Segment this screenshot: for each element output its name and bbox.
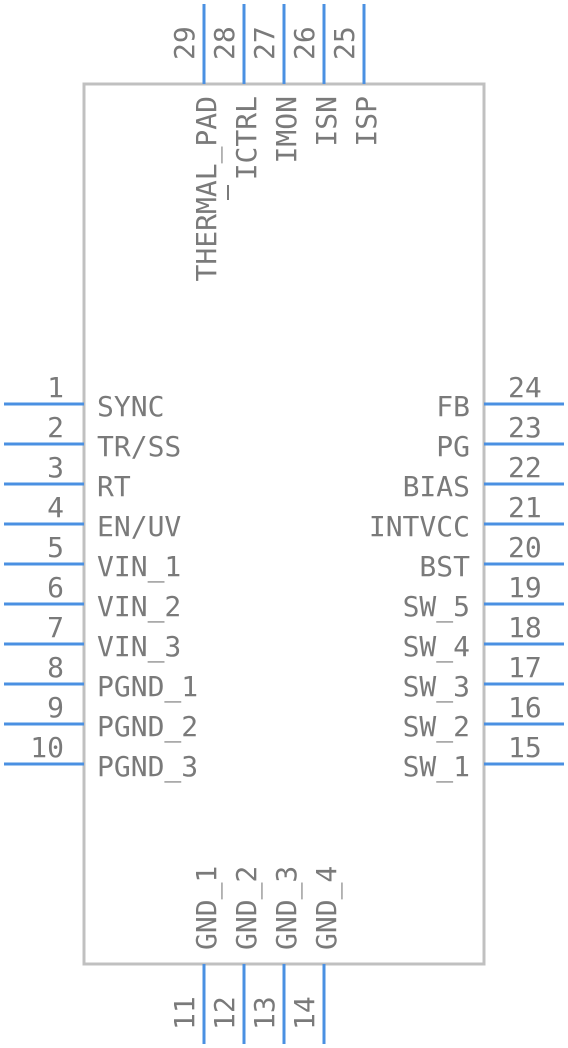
pin-3: 3RT bbox=[4, 451, 131, 503]
pin-11: 11 GND_1 bbox=[168, 866, 224, 1044]
pin-label-ictrl: ICTRL bbox=[230, 96, 263, 180]
pin-label-pgnd-1: PGND_1 bbox=[97, 670, 198, 704]
pin-label-sync: SYNC bbox=[97, 390, 164, 423]
pin-label-gnd-1: GND_1 bbox=[190, 866, 224, 950]
pin-label-isp: ISP bbox=[350, 96, 383, 147]
pin-number: 14 bbox=[288, 996, 321, 1030]
pin-12: 12 GND_2 bbox=[208, 866, 264, 1044]
pin-number: 17 bbox=[508, 651, 542, 684]
pin-number: 16 bbox=[508, 691, 542, 724]
pin-number: 22 bbox=[508, 451, 542, 484]
pin-number: 20 bbox=[508, 531, 542, 564]
pin-label-bias: BIAS bbox=[403, 470, 470, 503]
pin-number: 11 bbox=[168, 996, 201, 1030]
pin-label-pgnd-3: PGND_3 bbox=[97, 750, 198, 784]
pin-number: 9 bbox=[47, 691, 64, 724]
pin-2: 2TR/SS bbox=[4, 411, 181, 463]
pin-number: 19 bbox=[508, 571, 542, 604]
pin-number: 8 bbox=[47, 651, 64, 684]
pin-label-bst: BST bbox=[419, 550, 470, 583]
pin-label-gnd-2: GND_2 bbox=[230, 866, 264, 950]
pin-number: 5 bbox=[47, 531, 64, 564]
pin-number: 27 bbox=[248, 26, 281, 60]
pin-label-sw-1: SW_1 bbox=[403, 750, 470, 784]
pin-number: 7 bbox=[47, 611, 64, 644]
pin-number: 25 bbox=[328, 26, 361, 60]
component-body bbox=[82, 82, 486, 966]
pin-number: 13 bbox=[248, 996, 281, 1030]
pin-number: 21 bbox=[508, 491, 542, 524]
pin-label-intvcc: INTVCC bbox=[369, 510, 470, 543]
pin-number: 18 bbox=[508, 611, 542, 644]
pin-number: 23 bbox=[508, 411, 542, 444]
bottom-pins: 11 GND_1 12 GND_2 13 GND_3 14 GND_4 bbox=[168, 866, 344, 1044]
pin-label-sw-3: SW_3 bbox=[403, 670, 470, 704]
pin-label-gnd-3: GND_3 bbox=[270, 866, 304, 950]
pin-number: 3 bbox=[47, 451, 64, 484]
pin-label-pgnd-2: PGND_2 bbox=[97, 710, 198, 744]
pin-label-gnd-4: GND_4 bbox=[310, 866, 344, 950]
pin-label-tr-ss: TR/SS bbox=[97, 430, 181, 463]
pin-number: 29 bbox=[168, 26, 201, 60]
pin-label-imon: IMON bbox=[270, 96, 303, 163]
pin-label-isn: ISN bbox=[310, 96, 343, 147]
pin-13: 13 GND_3 bbox=[248, 866, 304, 1044]
pin-label-sw-2: SW_2 bbox=[403, 710, 470, 744]
pin-number: 28 bbox=[208, 26, 241, 60]
pin-number: 10 bbox=[30, 731, 64, 764]
pin-14: 14 GND_4 bbox=[288, 866, 344, 1044]
pin-label-vin-1: VIN_1 bbox=[97, 550, 181, 584]
pin-label-thermal-pad: THERMAL_PAD bbox=[190, 96, 224, 281]
pin-label-rt: RT bbox=[97, 470, 131, 503]
right-pins: 24FB23PG22BIAS21INTVCC20BST19SW_518SW_41… bbox=[369, 371, 564, 784]
left-pins: 1SYNC2TR/SS3RT4EN/UV5VIN_16VIN_27VIN_38P… bbox=[4, 371, 198, 784]
pin-number: 2 bbox=[47, 411, 64, 444]
pin-number: 12 bbox=[208, 996, 241, 1030]
pin-label-vin-2: VIN_2 bbox=[97, 590, 181, 624]
pin-number: 15 bbox=[508, 731, 542, 764]
pin-label-vin-3: VIN_3 bbox=[97, 630, 181, 664]
pin-number: 26 bbox=[288, 26, 321, 60]
pin-label-fb: FB bbox=[436, 390, 470, 423]
pin-number: 4 bbox=[47, 491, 64, 524]
pin-label-sw-4: SW_4 bbox=[403, 630, 470, 664]
pin-label-en-uv: EN/UV bbox=[97, 510, 181, 543]
pin-label-sw-5: SW_5 bbox=[403, 590, 470, 624]
pin-label-pg: PG bbox=[436, 430, 470, 463]
pin-number: 6 bbox=[47, 571, 64, 604]
pin-4: 4EN/UV bbox=[4, 491, 181, 543]
pin-number: 24 bbox=[508, 371, 542, 404]
pin-number: 1 bbox=[47, 371, 64, 404]
